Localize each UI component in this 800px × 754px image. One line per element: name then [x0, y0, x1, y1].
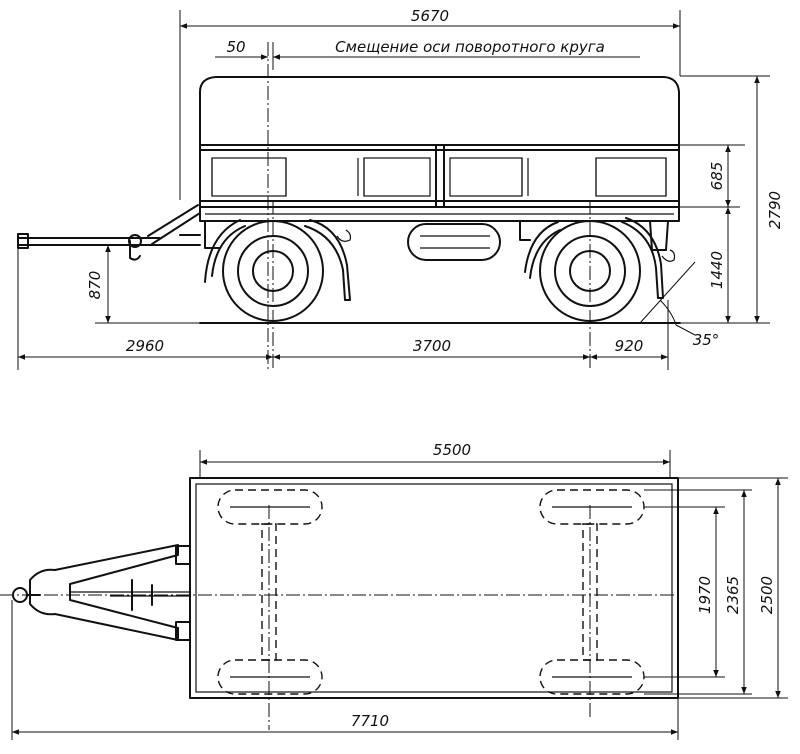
label-side-height: 685	[708, 162, 726, 191]
label-wheel-span: 2365	[724, 576, 742, 614]
label-total-height: 2790	[766, 191, 784, 229]
top-drawbar	[12, 544, 191, 641]
label-kingpin-caption: Смещение оси поворотного круга	[335, 38, 605, 56]
dim-bottom-lengths: 2960 3700 920	[18, 300, 669, 370]
dim-body-length: 5500	[199, 441, 671, 478]
side-view: 5670 50 Смещение оси поворотного круга 6…	[17, 7, 784, 370]
label-kingpin-offset: 50	[226, 38, 245, 56]
label-track-width: 1970	[696, 576, 714, 614]
label-platform-height: 1440	[708, 251, 726, 289]
label-overall-width: 2500	[758, 576, 776, 614]
top-view: 5500 7710 1970 2365 2500	[0, 441, 788, 740]
tarpaulin-cover	[199, 76, 680, 146]
chassis-frame	[199, 206, 680, 251]
rear-wheel	[524, 217, 676, 322]
top-wheels	[217, 489, 645, 695]
label-wheelbase: 3700	[413, 337, 451, 355]
label-drawbar-height: 870	[86, 271, 104, 300]
dim-right-heights: 685 1440 2790	[680, 75, 784, 324]
dim-overall-length: 5670	[179, 7, 681, 200]
dim-total-length: 7710	[11, 600, 679, 740]
label-overall-length: 5670	[411, 7, 449, 25]
platform-outline	[189, 477, 679, 699]
dim-kingpin-offset: 50 Смещение оси поворотного круга	[215, 38, 640, 70]
label-drawbar-length: 2960	[126, 337, 164, 355]
spare-wheel	[407, 223, 501, 261]
dim-drawbar-height: 870	[17, 245, 200, 370]
drawbar	[17, 204, 201, 261]
label-departure-angle: 35°	[693, 331, 720, 349]
label-body-length: 5500	[433, 441, 471, 459]
dim-departure-angle: 35°	[639, 261, 720, 349]
top-axles	[261, 505, 598, 730]
cargo-body	[199, 144, 680, 208]
label-total-length: 7710	[351, 712, 389, 730]
label-rear-overhang: 920	[615, 337, 644, 355]
dim-widths: 1970 2365 2500	[644, 477, 788, 699]
front-wheel	[204, 219, 352, 322]
